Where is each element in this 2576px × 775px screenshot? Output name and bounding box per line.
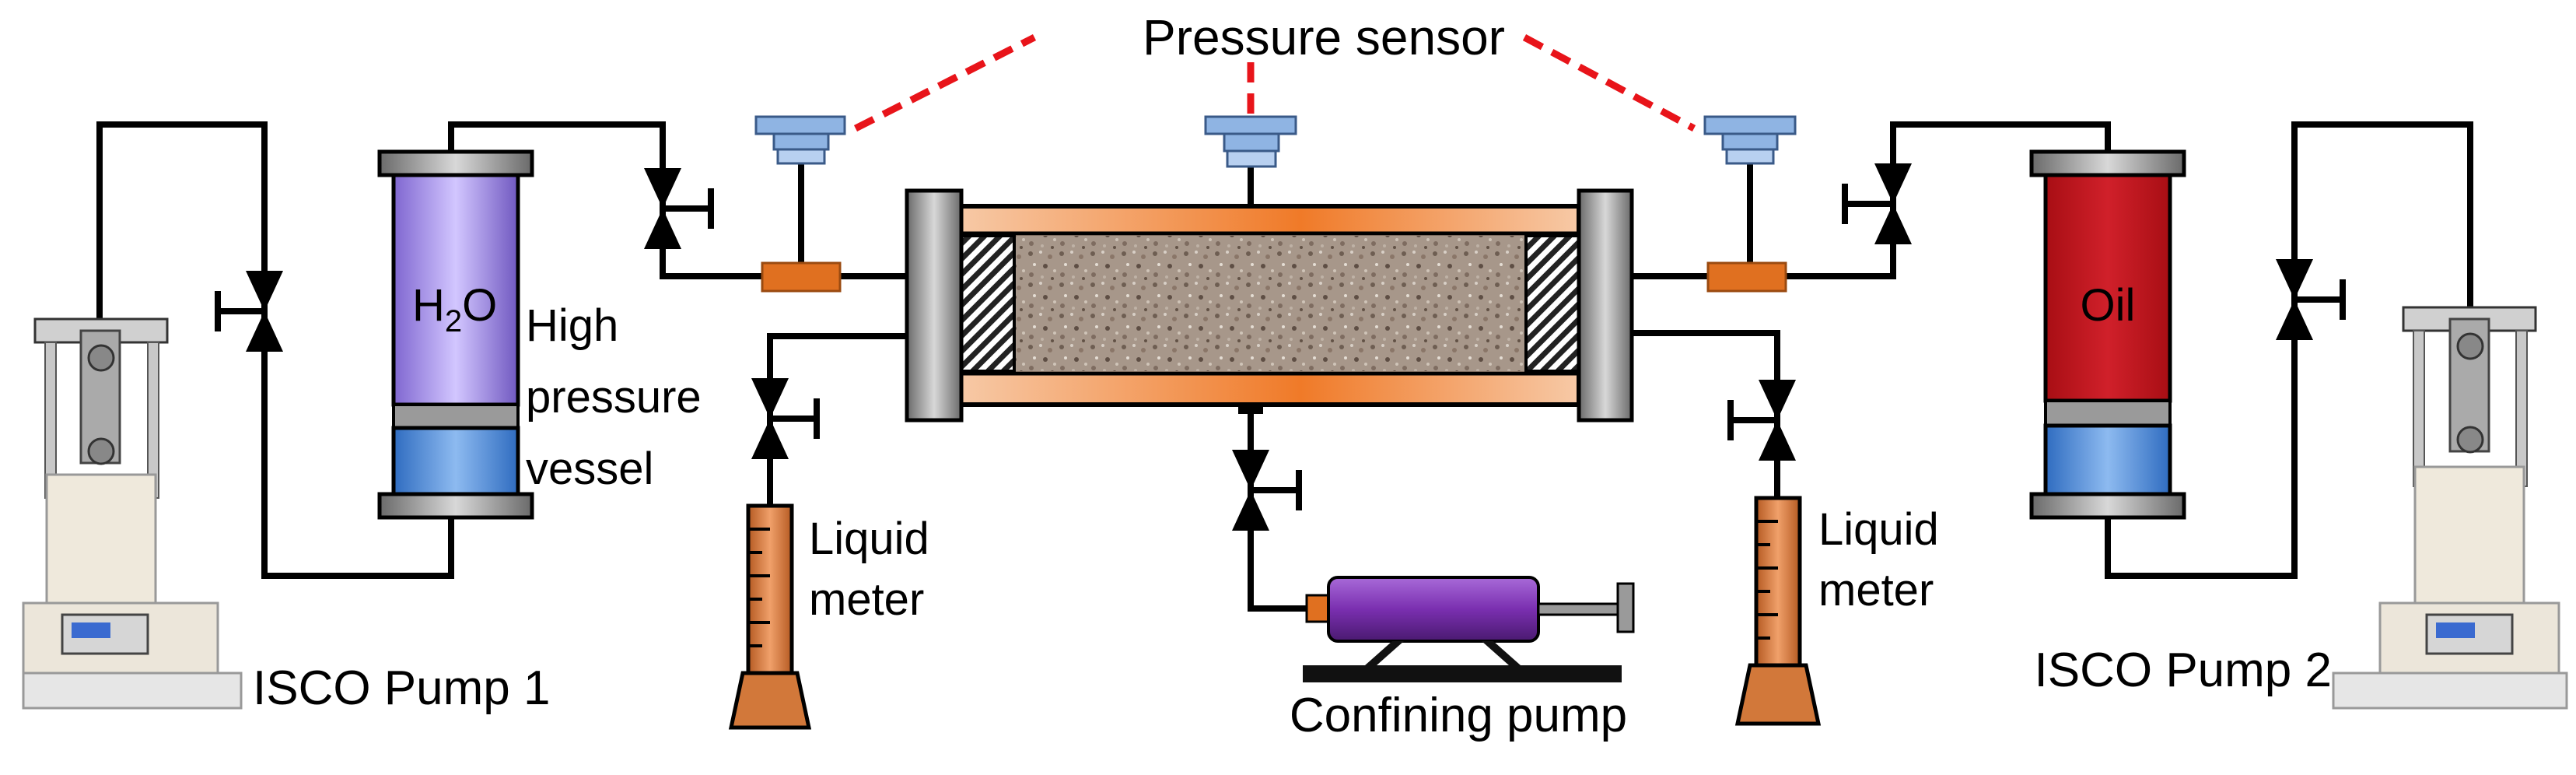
sensor-dashed-leaders [853, 33, 1696, 132]
right-meter-label-line1: Liquid [1818, 504, 1939, 555]
vessel-label-line1: High [526, 300, 618, 351]
valve-inlet-right[interactable] [1842, 163, 1912, 244]
water-label-sub: 2 [445, 304, 462, 338]
isco-pump-1-label: ISCO Pump 1 [253, 661, 550, 715]
liquid-meter-left [728, 503, 812, 730]
vessel-label-line3: vessel [526, 444, 653, 494]
liquid-meter-right [1734, 496, 1822, 726]
connector-left [761, 261, 842, 293]
valve-outlet-left[interactable] [751, 378, 820, 459]
valve-outlet-right[interactable] [1727, 380, 1796, 461]
end-cap-left [905, 188, 964, 423]
confining-pump [1303, 576, 1635, 682]
valve-inlet-left[interactable] [644, 168, 714, 249]
isco-pump-2 [2332, 306, 2568, 710]
pressure-sensor-left [754, 115, 846, 165]
pressure-sensor-middle [1204, 115, 1297, 168]
isco-pump-1 [22, 317, 243, 710]
end-cap-right [1577, 188, 1634, 423]
water-label: H [412, 280, 445, 331]
right-meter-label-line2: meter [1818, 565, 1934, 615]
confining-pump-label: Confining pump [1290, 689, 1627, 742]
water-vessel: H2O [377, 149, 534, 520]
valve-pump1[interactable] [215, 271, 283, 352]
oil-vessel: Oil [2029, 149, 2186, 520]
connector-right [1706, 261, 1787, 293]
water-label-tail: O [462, 280, 497, 331]
valve-confining[interactable] [1232, 450, 1302, 531]
core-holder [905, 188, 1634, 423]
pressure-sensor-right [1703, 115, 1797, 165]
left-meter-label-line2: meter [809, 574, 924, 625]
hatched-plug-left [960, 234, 1016, 373]
hatched-plug-right [1524, 234, 1580, 373]
left-meter-label-line1: Liquid [809, 514, 929, 564]
rock-core [1015, 236, 1524, 371]
bottom-port [1238, 403, 1263, 414]
pressure-sensor-label: Pressure sensor [1143, 9, 1505, 65]
oil-label: Oil [2081, 280, 2136, 331]
svg-text:H2O: H2O [412, 280, 497, 338]
valve-pump2[interactable] [2276, 259, 2346, 340]
vessel-label-line2: pressure [526, 372, 702, 423]
isco-pump-2-label: ISCO Pump 2 [2035, 643, 2332, 697]
